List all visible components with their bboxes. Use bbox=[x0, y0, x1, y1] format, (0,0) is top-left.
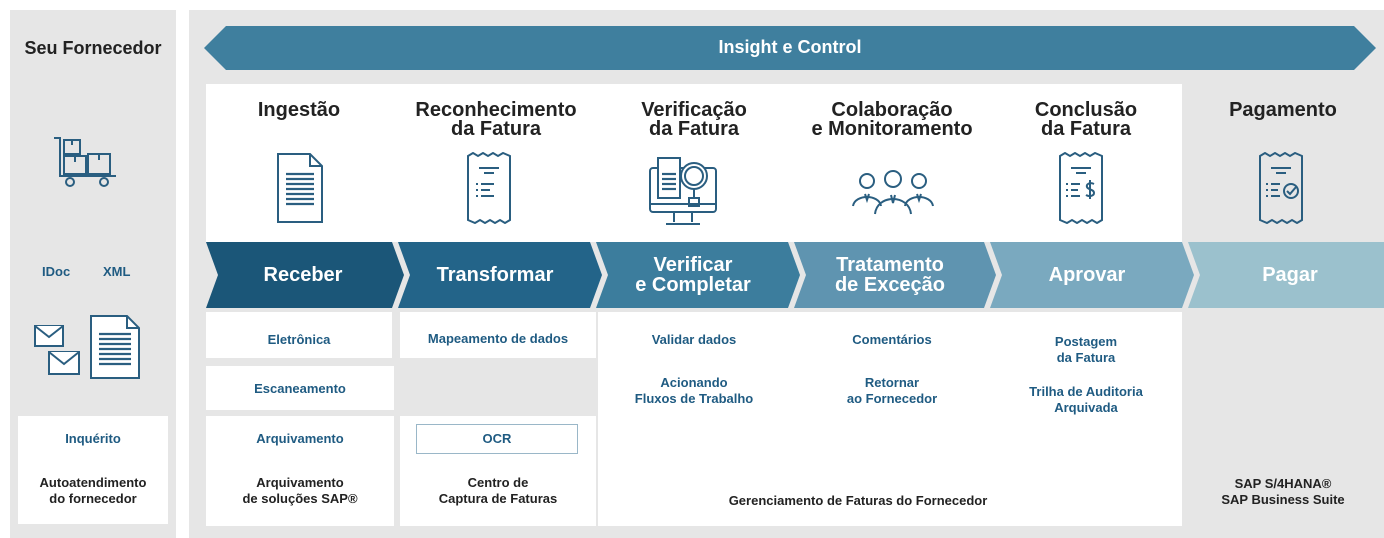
validate-data-label: Validar dados bbox=[651, 332, 737, 347]
electronic-label: Eletrônica bbox=[267, 332, 331, 347]
sap-systems-label: SAP S/4HANA® SAP Business Suite bbox=[1221, 476, 1345, 507]
receive-area bbox=[206, 312, 392, 358]
posting-label: Postagem da Fatura bbox=[1054, 334, 1118, 365]
receipt-check-icon bbox=[1258, 152, 1304, 224]
vim-area bbox=[598, 312, 1182, 526]
header-verification: Verificação da Fatura bbox=[641, 99, 747, 140]
format-idoc: IDoc bbox=[42, 264, 71, 279]
workflows-label: Acionando Fluxos de Trabalho bbox=[634, 375, 754, 406]
supplier-title: Seu Fornecedor bbox=[24, 38, 162, 58]
monitor-magnifier-icon bbox=[644, 150, 724, 230]
stage-tratamento: Tratamento de Exceção bbox=[834, 254, 946, 296]
stage-pagar-shape bbox=[1188, 242, 1384, 308]
receipt-dollar-icon bbox=[1058, 152, 1104, 224]
document-icon bbox=[89, 314, 141, 380]
stage-verificar: Verificar e Completar bbox=[635, 254, 751, 296]
header-payment: Pagamento bbox=[1229, 99, 1337, 121]
header-collaboration: Colaboração e Monitoramento bbox=[811, 99, 973, 140]
capture-area bbox=[400, 416, 596, 526]
ocr-box bbox=[416, 424, 578, 454]
archiving-area bbox=[206, 416, 394, 526]
stage-pagar: Pagar bbox=[1262, 264, 1318, 286]
stage-chevrons bbox=[206, 242, 1384, 308]
scanning-area bbox=[206, 366, 394, 410]
inquiry-label: Inquérito bbox=[65, 431, 121, 446]
people-group-icon bbox=[851, 170, 935, 216]
stage-receber-shape bbox=[206, 242, 404, 308]
supplier-portal-box bbox=[18, 416, 168, 524]
scanning-label: Escaneamento bbox=[254, 381, 346, 396]
capture-center-label: Centro de Captura de Faturas bbox=[438, 475, 558, 506]
stage-transformar: Transformar bbox=[436, 264, 554, 286]
header-ingestion: Ingestão bbox=[257, 99, 341, 121]
receipt-icon bbox=[466, 152, 512, 224]
comments-label: Comentários bbox=[852, 332, 932, 347]
audit-trail-label: Trilha de Auditoria Arquivada bbox=[1029, 384, 1143, 415]
header-recognition: Reconhecimento da Fatura bbox=[415, 99, 577, 140]
self-service-label: Autoatendimento do fornecedor bbox=[39, 475, 147, 506]
archiving-solutions-label: Arquivamento de soluções SAP® bbox=[242, 475, 358, 506]
format-xml: XML bbox=[103, 264, 131, 279]
stage-tratamento-shape bbox=[794, 242, 996, 308]
stage-verificar-shape bbox=[596, 242, 800, 308]
stage-aprovar-shape bbox=[990, 242, 1194, 308]
transform-area bbox=[400, 312, 596, 358]
header-completion: Conclusão da Fatura bbox=[1034, 99, 1138, 140]
vim-label: Gerenciamento de Faturas do Fornecedor bbox=[728, 493, 988, 508]
email-icon bbox=[33, 322, 83, 378]
warehouse-cart-icon bbox=[52, 136, 124, 188]
archiving-label: Arquivamento bbox=[256, 431, 344, 446]
stage-transformar-shape bbox=[398, 242, 602, 308]
stage-aprovar: Aprovar bbox=[1048, 264, 1126, 286]
insight-banner-label: Insight e Control bbox=[718, 37, 862, 57]
stage-receber: Receber bbox=[263, 264, 343, 286]
insight-banner bbox=[204, 26, 1376, 70]
data-mapping-label: Mapeamento de dados bbox=[427, 331, 569, 346]
return-supplier-label: Retornar ao Fornecedor bbox=[846, 375, 938, 406]
document-icon bbox=[276, 152, 324, 224]
ocr-label: OCR bbox=[482, 431, 512, 446]
